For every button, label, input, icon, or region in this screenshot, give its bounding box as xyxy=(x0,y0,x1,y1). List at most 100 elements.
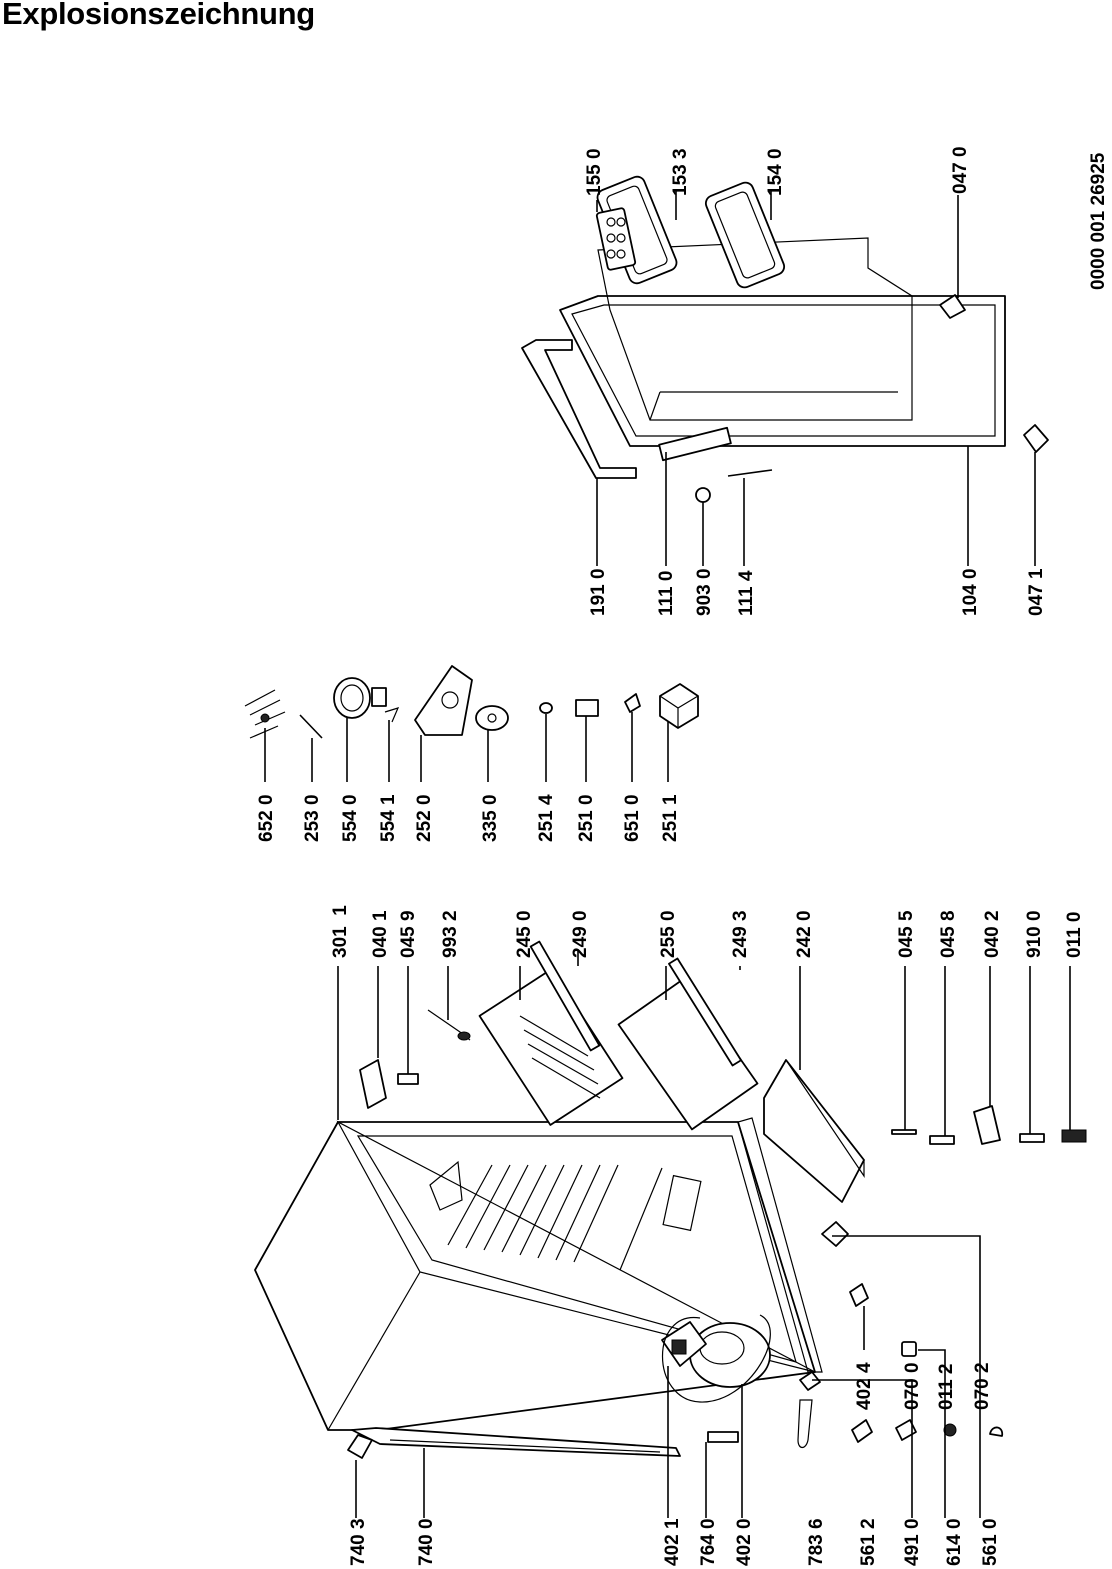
clip-040-2 xyxy=(973,1105,1001,1145)
part-labels: 155 0 153 3 154 0 047 0 191 0 111 0 903 0 111 4… xyxy=(256,146,1085,1566)
bulb-part xyxy=(624,693,641,713)
part-number-label: 740 3 xyxy=(348,1518,369,1566)
part-number-label: 045 5 xyxy=(896,910,917,958)
door-inner-panel xyxy=(571,304,996,437)
part-number-label: 111 4 xyxy=(736,570,757,616)
part-561-0 xyxy=(989,1426,1004,1437)
part-011-2 xyxy=(901,1341,917,1357)
part-number-label: 554 1 xyxy=(378,794,399,842)
page-title: Explosionszeichnung xyxy=(2,0,315,31)
part-561-2 xyxy=(851,1419,873,1443)
thermostat-knob xyxy=(333,677,371,719)
part-number-label: 191 0 xyxy=(588,568,609,616)
drawing-number: 0000 001 26925 xyxy=(1088,152,1109,290)
part-number-label: 301 1 xyxy=(330,905,351,958)
part-number-label: 402 4 xyxy=(854,1362,875,1410)
wire-shelf-245 xyxy=(478,968,624,1126)
shelf-trim-249-3 xyxy=(668,957,742,1067)
part-070-0 xyxy=(799,1371,821,1391)
part-number-label: 252 0 xyxy=(414,794,435,842)
part-402-4 xyxy=(849,1283,869,1307)
door-gasket xyxy=(521,339,637,479)
door-strip xyxy=(727,469,773,477)
part-number-label: 040 1 xyxy=(370,910,391,958)
crisper-drawer xyxy=(763,1059,865,1203)
pin-045-9 xyxy=(397,1073,419,1085)
sensor-part xyxy=(299,714,323,739)
part-number-label: 251 1 xyxy=(660,794,681,842)
part-number-label: 047 0 xyxy=(950,146,971,194)
part-number-label: 402 1 xyxy=(662,1518,683,1566)
control-parts xyxy=(244,665,699,782)
door-outer-panel xyxy=(559,295,1006,447)
part-number-label: 242 0 xyxy=(794,910,815,958)
screw-045-5 xyxy=(891,1129,917,1135)
door-liner xyxy=(597,237,913,421)
part-number-label: 045 9 xyxy=(398,910,419,958)
part-number-label: 047 1 xyxy=(1026,568,1047,616)
part-number-label: 402 0 xyxy=(734,1518,755,1566)
part-number-label: 740 0 xyxy=(416,1518,437,1566)
cabinet-assembly xyxy=(254,940,1087,1518)
screw-011-0 xyxy=(1061,1129,1087,1143)
bracket-040-1 xyxy=(359,1059,387,1109)
door-handle xyxy=(658,426,732,462)
part-number-label: 070 2 xyxy=(972,1362,993,1410)
hinge-top xyxy=(939,294,966,319)
part-number-label: 491 0 xyxy=(902,1518,923,1566)
part-number-label: 783 6 xyxy=(806,1518,827,1566)
part-number-label: 111 0 xyxy=(656,571,677,616)
screw-045-8 xyxy=(929,1135,955,1145)
part-number-label: 045 8 xyxy=(938,910,959,958)
part-number-label: 251 4 xyxy=(536,794,557,842)
part-number-label: 011 0 xyxy=(1064,912,1085,959)
door-assembly xyxy=(521,175,1049,566)
part-number-label: 154 0 xyxy=(765,148,786,196)
condenser-bracket xyxy=(347,1434,373,1459)
part-number-label: 251 0 xyxy=(576,794,597,842)
control-housing xyxy=(414,665,473,736)
part-number-label: 070 0 xyxy=(902,1362,923,1410)
part-number-label: 561 0 xyxy=(980,1518,1001,1566)
part-number-label: 040 2 xyxy=(982,910,1003,958)
part-491-0 xyxy=(895,1419,917,1441)
shelf-trim-249-0 xyxy=(529,940,601,1052)
door-plug xyxy=(695,487,711,503)
part-number-label: 011 2 xyxy=(936,1364,957,1411)
wiring-harness-part xyxy=(244,689,286,739)
part-number-label: 910 0 xyxy=(1024,910,1045,958)
bracket-part xyxy=(575,699,599,717)
part-number-label: 253 0 xyxy=(302,794,323,842)
part-number-label: 651 0 xyxy=(622,794,643,842)
part-number-label: 335 0 xyxy=(480,794,501,842)
part-614-0 xyxy=(943,1423,957,1437)
part-number-label: 561 2 xyxy=(858,1518,879,1566)
part-number-label: 245 0 xyxy=(514,910,535,958)
condenser xyxy=(351,1427,681,1457)
part-number-label: 993 2 xyxy=(440,910,461,958)
part-number-label: 155 0 xyxy=(584,148,605,196)
switch-part xyxy=(371,687,387,707)
part-number-label: 554 0 xyxy=(340,794,361,842)
ring-part xyxy=(539,702,553,714)
part-number-label: 153 3 xyxy=(670,148,691,196)
drain-hose xyxy=(797,1399,813,1449)
cabinet-interior xyxy=(356,1135,797,1363)
door-shelf-154-0 xyxy=(704,181,786,289)
hinge-bottom xyxy=(1023,424,1049,453)
drain-pipe xyxy=(707,1431,739,1443)
screw-910-0 xyxy=(1019,1133,1045,1143)
part-number-label: 764 0 xyxy=(698,1518,719,1566)
part-number-label: 249 0 xyxy=(570,910,591,958)
part-number-label: 652 0 xyxy=(256,794,277,842)
part-070-2 xyxy=(821,1221,849,1247)
part-number-label: 104 0 xyxy=(960,568,981,616)
starter-box xyxy=(659,683,699,729)
cabinet-ribs xyxy=(447,1164,663,1271)
lamp-cover xyxy=(475,705,509,731)
part-number-label: 249 3 xyxy=(730,910,751,958)
part-number-label: 255 0 xyxy=(658,910,679,958)
part-number-label: 614 0 xyxy=(944,1518,965,1566)
part-number-label: 903 0 xyxy=(694,568,715,616)
